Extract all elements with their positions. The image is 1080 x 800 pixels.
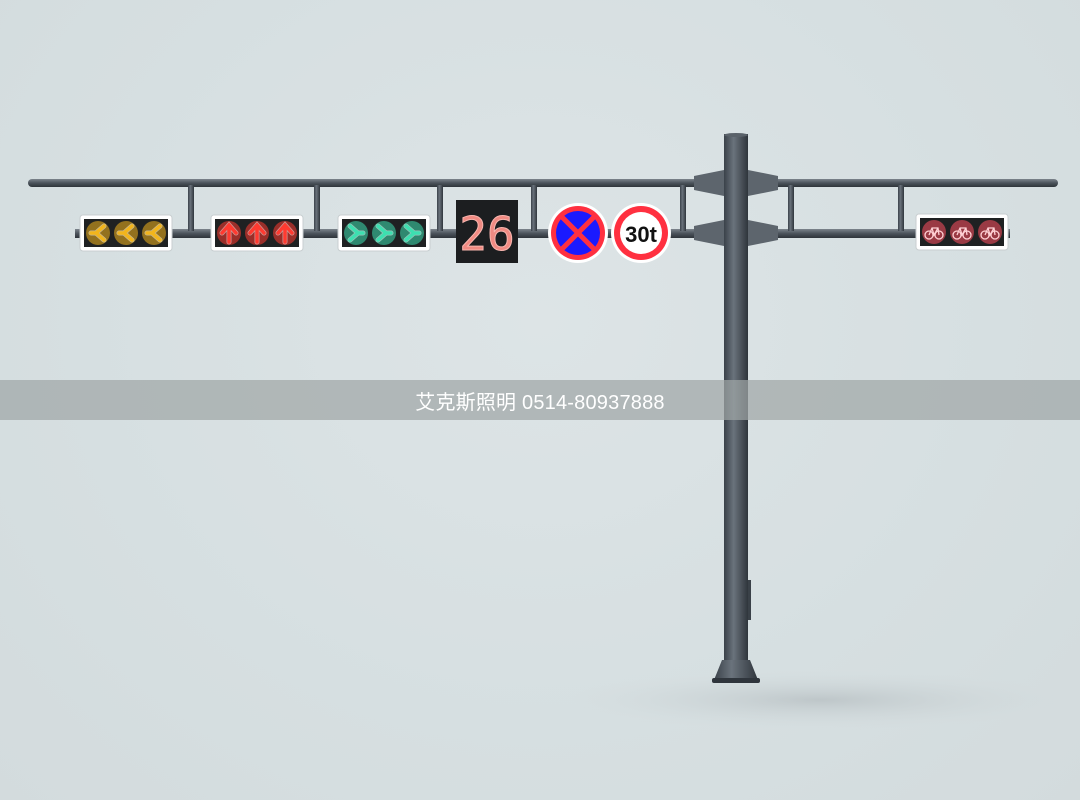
watermark-band: 艾克斯照明 0514-80937888 xyxy=(0,380,1080,420)
countdown-timer: 26 xyxy=(456,200,518,263)
no-parking-sign xyxy=(548,203,608,263)
upper-arm xyxy=(28,179,1058,187)
base-plate xyxy=(712,678,760,683)
right-arrow-lamp xyxy=(344,221,368,245)
mast-arms xyxy=(28,170,1058,246)
flange xyxy=(748,170,778,196)
hanger xyxy=(531,185,537,231)
flange xyxy=(694,220,724,246)
bicycle-lamp xyxy=(950,220,974,244)
weight-limit-text: 30t xyxy=(625,222,657,247)
up-arrow-lamp xyxy=(273,221,297,245)
weight-limit-sign: 30t xyxy=(611,203,671,263)
right-arrow-lamp xyxy=(372,221,396,245)
ground-shadow xyxy=(560,670,1080,730)
watermark-text: 艾克斯照明 0514-80937888 xyxy=(415,391,665,414)
bicycle-lamp xyxy=(978,220,1002,244)
hanger xyxy=(788,185,794,231)
pole-base xyxy=(714,660,758,680)
flange xyxy=(748,220,778,246)
hanger xyxy=(898,185,904,231)
hanger xyxy=(437,185,443,231)
hanger xyxy=(188,185,194,231)
bicycle-lamp xyxy=(922,220,946,244)
hanger xyxy=(680,185,686,231)
left-arrow-lamp xyxy=(142,221,166,245)
up-arrow-lamp xyxy=(245,221,269,245)
signal-head-up-arrow xyxy=(210,214,304,252)
access-door xyxy=(748,580,751,620)
right-arrow-lamp xyxy=(400,221,424,245)
left-arrow-lamp xyxy=(86,221,110,245)
lower-arm xyxy=(75,229,1010,238)
signal-head-right-arrow xyxy=(337,214,431,252)
hanger xyxy=(314,185,320,231)
flange xyxy=(694,170,724,196)
left-arrow-lamp xyxy=(114,221,138,245)
countdown-value: 26 xyxy=(459,207,514,261)
up-arrow-lamp xyxy=(217,221,241,245)
signal-head-bicycle xyxy=(915,213,1009,251)
pole-cap xyxy=(724,133,748,137)
signal-head-left-arrow xyxy=(79,214,173,252)
